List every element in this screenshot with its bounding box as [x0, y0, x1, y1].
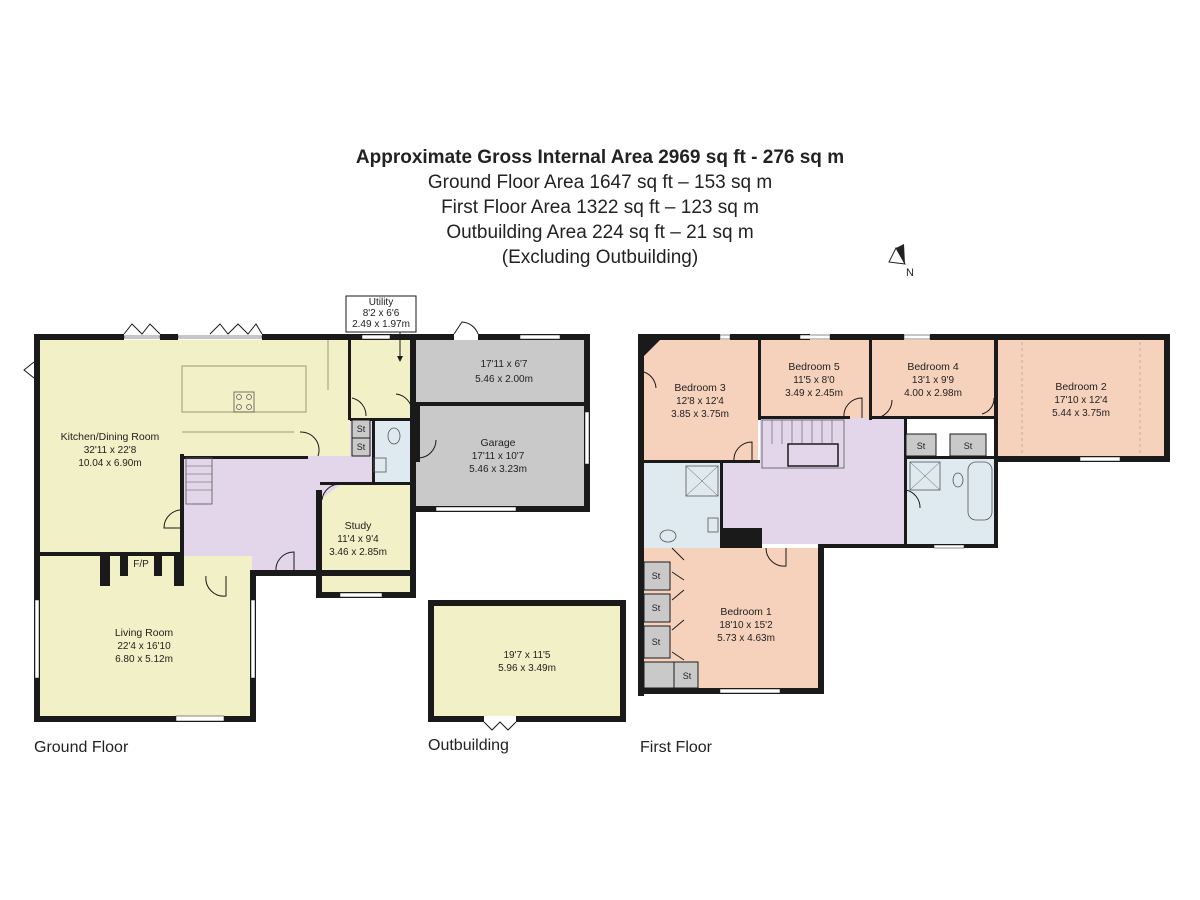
storage-label: St	[964, 441, 973, 451]
bedroom5-name: Bedroom 5	[788, 361, 840, 373]
kitchen-upper-fill	[182, 340, 350, 456]
bedroom1-name: Bedroom 1	[720, 606, 772, 618]
utility-name: Utility	[369, 297, 393, 308]
outbuilding-plan: 19'7 x 11'5 5.96 x 3.49m Outbuilding	[428, 600, 626, 754]
bedroom4-name: Bedroom 4	[907, 361, 959, 373]
utility-imperial: 8'2 x 6'6	[363, 308, 400, 319]
bedroom5-metric: 3.49 x 2.45m	[785, 388, 843, 399]
gross-area-title: Approximate Gross Internal Area 2969 sq …	[355, 147, 845, 168]
living-metric: 6.80 x 5.12m	[115, 654, 173, 665]
utility-metric: 2.49 x 1.97m	[352, 319, 410, 330]
ground-floor-labels: Utility 8'2 x 6'6 2.49 x 1.97m Kitchen/D…	[34, 297, 533, 756]
outbuilding-imperial: 19'7 x 11'5	[503, 650, 550, 661]
first-floor-area: First Floor Area 1322 sq ft – 123 sq m	[441, 197, 759, 218]
bedroom2-fill	[998, 340, 1164, 456]
ground-floor-area: Ground Floor Area 1647 sq ft – 153 sq m	[427, 172, 773, 193]
garage-fill	[416, 340, 586, 508]
landing-fill	[722, 418, 906, 544]
storage-label: St	[917, 441, 926, 451]
kitchen-imperial: 32'11 x 22'8	[84, 445, 137, 456]
first-floor-plan: St St St St St St	[638, 334, 1170, 696]
first-floor-label: First Floor	[640, 739, 713, 756]
outbuilding-metric: 5.96 x 3.49m	[498, 663, 556, 674]
outbuilding-area: Outbuilding Area 224 sq ft – 21 sq m	[446, 222, 754, 243]
chimney-block	[722, 528, 762, 548]
bedroom4-metric: 4.00 x 2.98m	[904, 388, 962, 399]
ground-floor-label: Ground Floor	[34, 739, 129, 756]
bedroom4-imperial: 13'1 x 9'9	[912, 375, 955, 386]
storage-label: St	[652, 571, 661, 581]
excluding-note: (Excluding Outbuilding)	[501, 247, 699, 268]
kitchen-fill	[40, 340, 182, 552]
bedroom3-metric: 3.85 x 3.75m	[671, 409, 729, 420]
storage-label: St	[652, 637, 661, 647]
living-imperial: 22'4 x 16'10	[117, 641, 171, 652]
north-arrow-icon: N	[888, 244, 914, 279]
ground-floor-plan: St St	[23, 295, 590, 722]
bedroom3-name: Bedroom 3	[674, 382, 726, 394]
bedroom3-fill	[644, 340, 758, 462]
floorplan-header: Approximate Gross Internal Area 2969 sq …	[0, 145, 1200, 270]
storage-label: St	[357, 424, 366, 434]
bathroom-fill	[644, 462, 722, 548]
study-name: Study	[345, 520, 373, 532]
fireplace-label: F/P	[133, 559, 149, 570]
compass-label: N	[906, 267, 914, 279]
study-imperial: 11'4 x 9'4	[337, 534, 379, 545]
living-fill	[40, 556, 252, 716]
living-name: Living Room	[115, 627, 174, 639]
storage-label: St	[652, 603, 661, 613]
garage-metric: 5.46 x 3.23m	[469, 464, 527, 475]
bedroom2-metric: 5.44 x 3.75m	[1052, 408, 1110, 419]
kitchen-metric: 10.04 x 6.90m	[78, 458, 141, 469]
garage-name: Garage	[480, 437, 515, 449]
wall	[34, 334, 40, 720]
garage-store-imperial: 17'11 x 6'7	[480, 359, 527, 370]
bedroom1-imperial: 18'10 x 15'2	[719, 620, 773, 631]
wc-fill	[374, 420, 412, 482]
first-floor-labels: Bedroom 3 12'8 x 12'4 3.85 x 3.75m Bedro…	[640, 361, 1110, 756]
bedroom2-imperial: 17'10 x 12'4	[1054, 395, 1108, 406]
utility-fill	[350, 340, 412, 420]
bedroom5-fill	[760, 340, 870, 418]
bedroom4-fill	[872, 340, 996, 418]
bedroom1-metric: 5.73 x 4.63m	[717, 633, 775, 644]
kitchen-name: Kitchen/Dining Room	[61, 431, 160, 443]
garage-store-metric: 5.46 x 2.00m	[475, 374, 533, 385]
garage-imperial: 17'11 x 10'7	[472, 451, 525, 462]
bedroom3-imperial: 12'8 x 12'4	[676, 396, 724, 407]
study-metric: 3.46 x 2.85m	[329, 547, 387, 558]
bedroom2-name: Bedroom 2	[1055, 381, 1107, 393]
study-fill	[320, 482, 412, 594]
storage-label: St	[683, 671, 692, 681]
storage-label: St	[357, 442, 366, 452]
bedroom5-imperial: 11'5 x 8'0	[793, 375, 835, 386]
outbuilding-label: Outbuilding	[428, 737, 509, 754]
utility-callout	[345, 295, 417, 333]
